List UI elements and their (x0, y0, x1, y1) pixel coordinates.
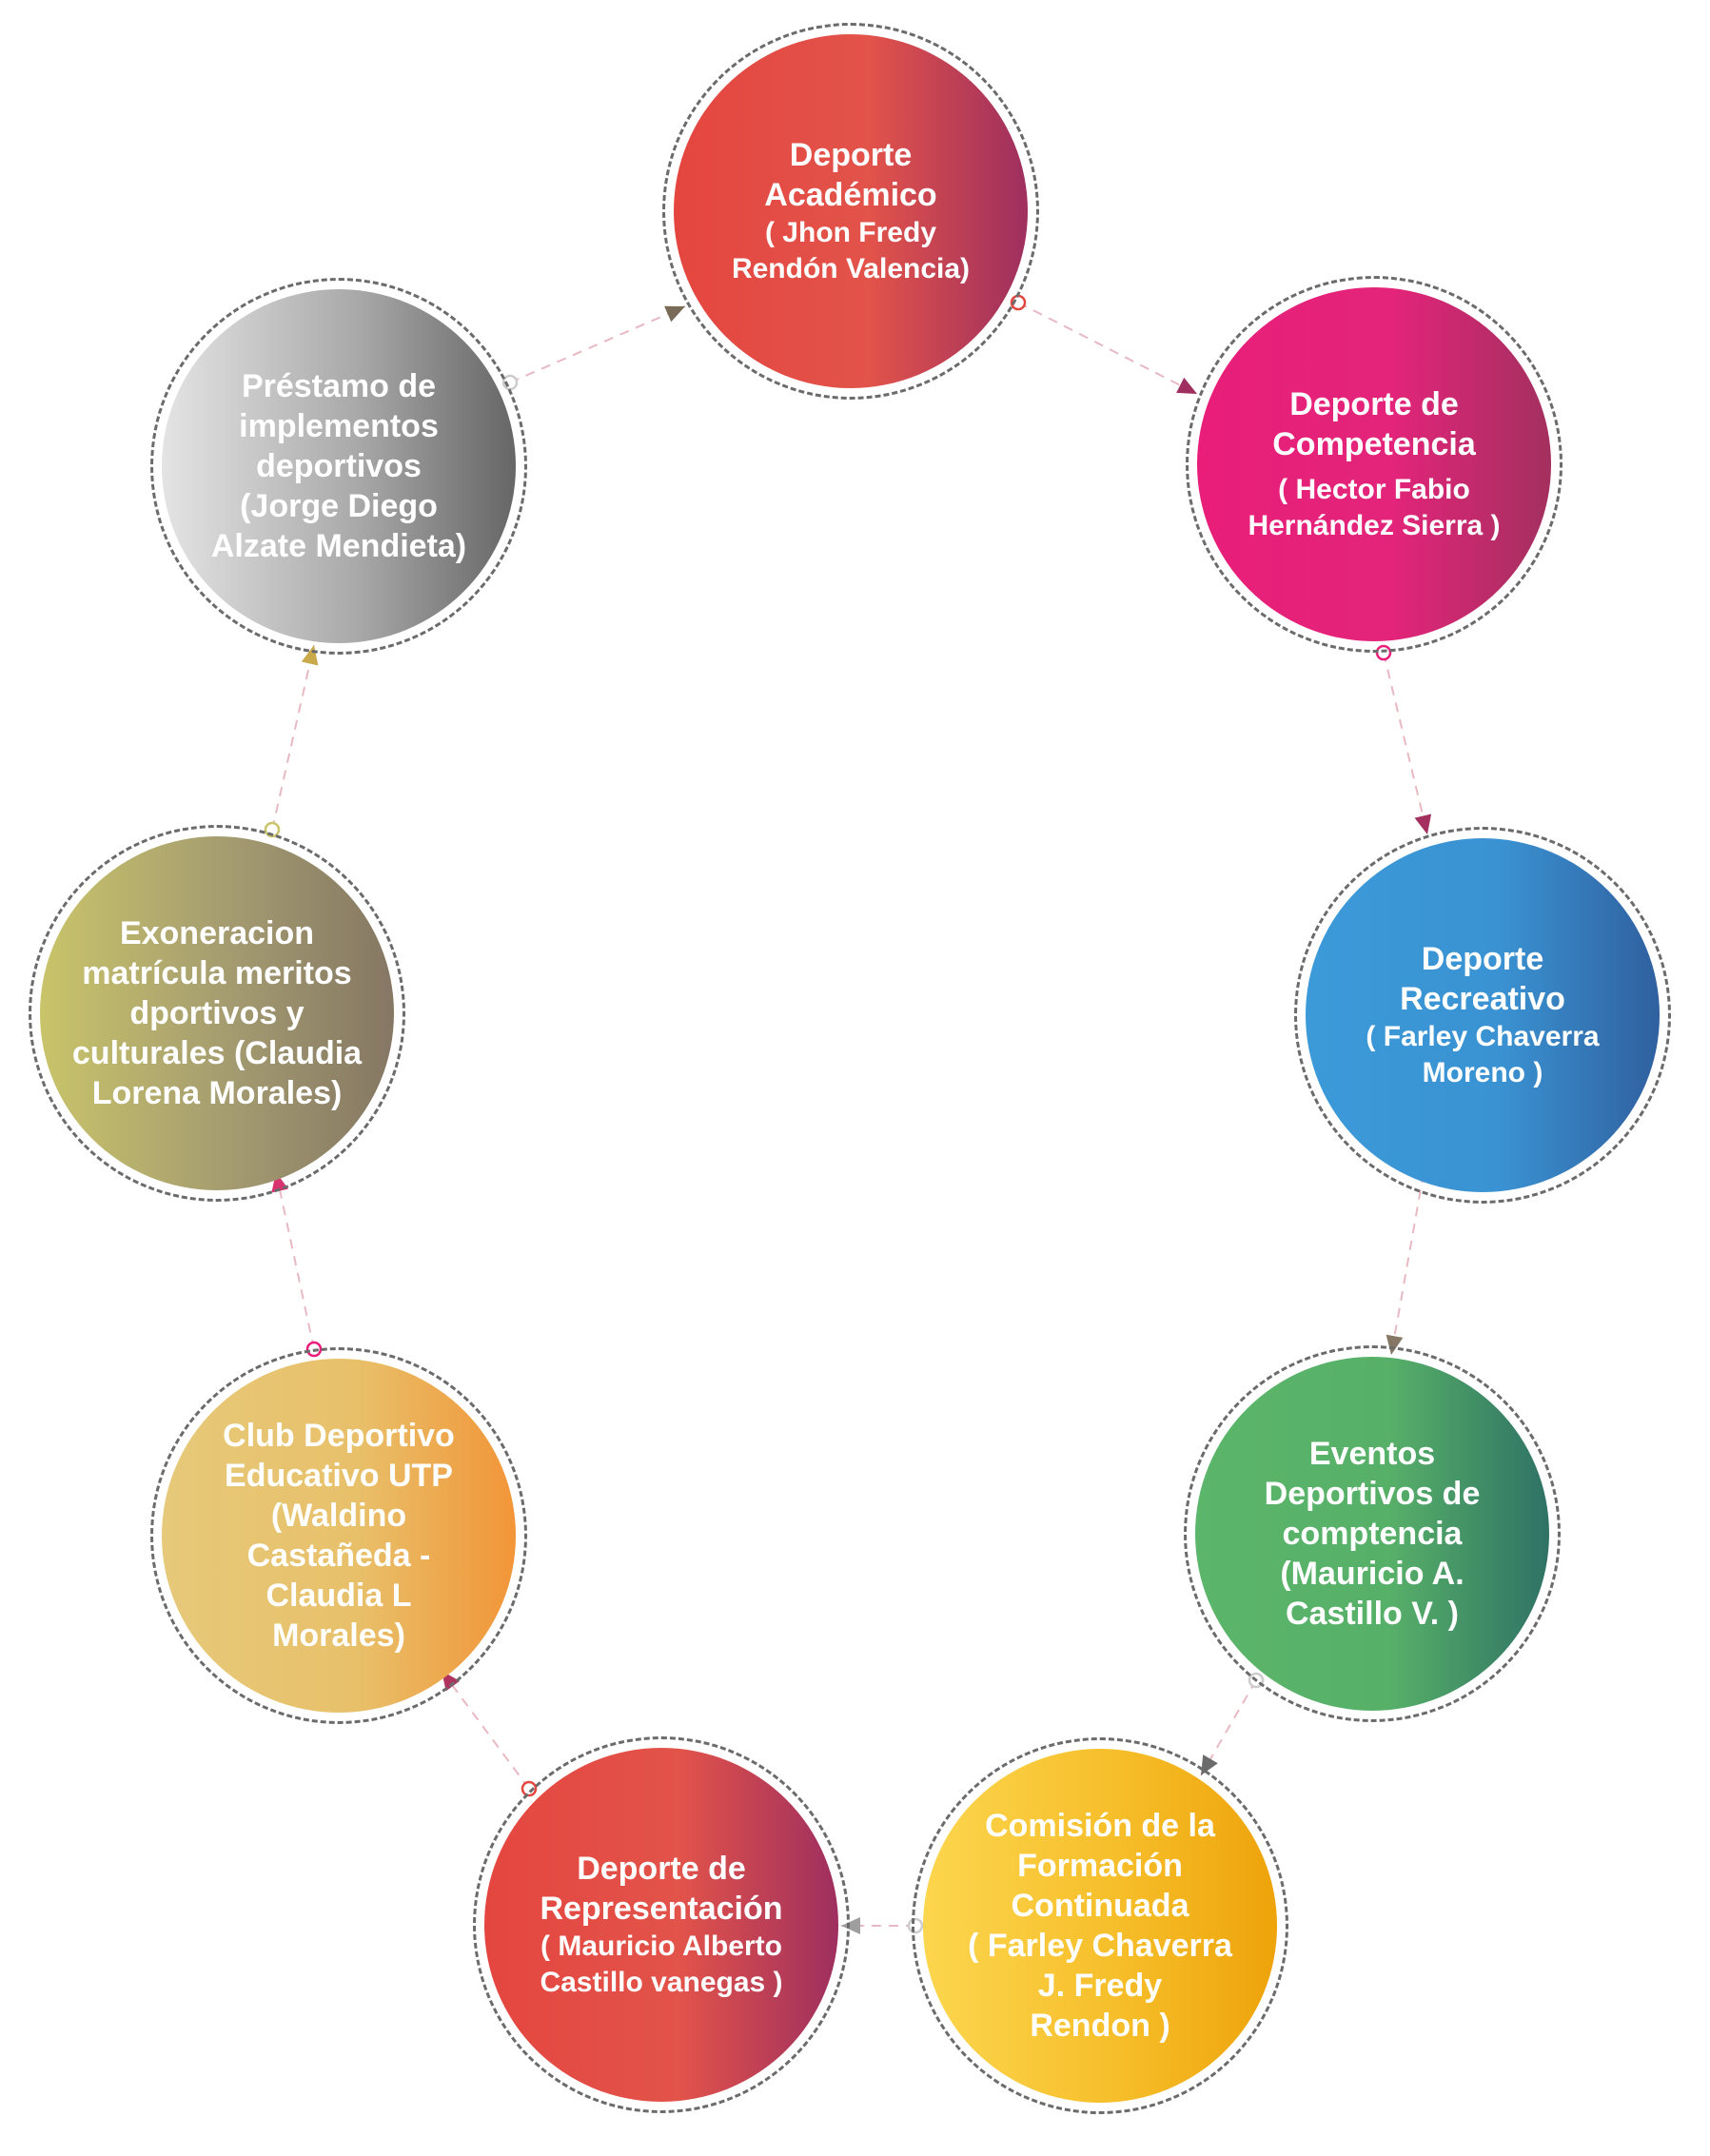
node-title-line: ( Farley Chaverra (968, 1928, 1232, 1964)
node-title-line: Deporte de (577, 1851, 746, 1887)
node-disc: Préstamo de implementos deportivos (Jorg… (162, 289, 516, 643)
node-title-line: Deporte (789, 137, 913, 173)
node-person-line: Castillo vanegas ) (540, 1967, 783, 1998)
node-person-line: ( Mauricio Alberto (541, 1931, 782, 1962)
connector-line (509, 305, 686, 383)
dashed-ring (1184, 1345, 1561, 1722)
node-disc: Comisión de la Formación Continuada ( Fa… (923, 1749, 1277, 2103)
dashed-ring (912, 1737, 1288, 2114)
node-title-line: Morales) (272, 1617, 405, 1654)
connector-arrowhead (1176, 377, 1197, 394)
node-title-line: Lorena Morales) (91, 1075, 343, 1111)
node-title-line: matrícula meritos (82, 955, 352, 991)
node-title-line: Alzate Mendieta) (210, 528, 467, 564)
node-title-line: (Waldino (270, 1498, 407, 1534)
dashed-ring (1186, 276, 1563, 653)
dashed-ring (473, 1736, 850, 2113)
node-title-line: Formación (1017, 1848, 1183, 1884)
connector-line (1383, 652, 1428, 835)
node-title-line: Competencia (1272, 426, 1476, 462)
connector-line (271, 644, 315, 831)
node-prestamo-implementos: Préstamo de implementos deportivos (Jorg… (150, 278, 527, 655)
node-disc: Club Deportivo Educativo UTP (Waldino Ca… (162, 1359, 516, 1713)
connector-arrowhead (1414, 813, 1432, 834)
node-disc: Exoneracion matrícula meritos dportivos … (40, 836, 394, 1190)
node-title-line: Educativo UTP (225, 1458, 453, 1494)
node-title-line: comptencia (1282, 1516, 1463, 1552)
node-person-line: Moreno ) (1422, 1057, 1543, 1088)
connector-line (275, 1171, 315, 1350)
dashed-ring (1294, 827, 1671, 1204)
node-title-line: Castillo V. ) (1285, 1596, 1460, 1632)
node-person-line: ( Hector Fabio (1278, 474, 1470, 505)
node-title-line: Club Deportivo (223, 1418, 455, 1454)
node-title-line: J. Fredy (1037, 1968, 1163, 2004)
node-title-line: culturales (Claudia (71, 1035, 363, 1071)
connector-arrowhead (841, 1917, 860, 1934)
node-title-line: Deportivos de (1264, 1476, 1481, 1512)
node-title-line: Deporte de (1289, 386, 1459, 422)
node-deporte-recreativo: Deporte Recreativo ( Farley Chaverra Mor… (1294, 827, 1671, 1204)
node-title-line: Académico (764, 177, 937, 213)
node-deporte-academico: Deporte Académico ( Jhon Fredy Rendón Va… (662, 23, 1039, 400)
node-eventos-deportivos: Eventos Deportivos de comptencia (Mauric… (1184, 1345, 1561, 1722)
node-disc: Deporte Recreativo ( Farley Chaverra Mor… (1306, 838, 1660, 1192)
node-person-line: ( Farley Chaverra (1366, 1021, 1600, 1052)
node-title-line: (Mauricio A. (1280, 1556, 1464, 1592)
node-deporte-competencia: Deporte de Competencia ( Hector Fabio He… (1186, 276, 1563, 653)
node-title-line: Continuada (1011, 1888, 1189, 1924)
node-title-line: Deporte (1421, 941, 1544, 977)
node-title-line: Representación (540, 1891, 783, 1927)
node-title-line: implementos (239, 408, 439, 444)
connector-line (1390, 1172, 1425, 1356)
dashed-ring (662, 23, 1039, 400)
connector-line (1017, 302, 1198, 395)
node-title-line: Recreativo (1400, 981, 1565, 1017)
node-disc: Deporte de Representación ( Mauricio Alb… (484, 1748, 838, 2102)
node-title-line: (Jorge Diego (240, 488, 438, 524)
node-person-line: Hernández Sierra ) (1248, 510, 1501, 541)
connector-arrowhead (664, 305, 685, 323)
node-person-line: Rendón Valencia) (731, 253, 971, 284)
node-title-line: Préstamo de (241, 368, 437, 404)
node-disc: Deporte Académico ( Jhon Fredy Rendón Va… (674, 34, 1028, 388)
node-title-line: Claudia L (265, 1578, 412, 1614)
node-title-line: deportivos (256, 448, 422, 484)
node-disc: Eventos Deportivos de comptencia (Mauric… (1195, 1357, 1549, 1711)
node-title-line: dportivos y (129, 995, 305, 1031)
node-deporte-representacion: Deporte de Representación ( Mauricio Alb… (473, 1736, 850, 2113)
node-title-line: Comisión de la (985, 1808, 1215, 1844)
connector-line (441, 1670, 530, 1790)
node-title-line: Eventos (1308, 1436, 1436, 1472)
node-disc: Deporte de Competencia ( Hector Fabio He… (1197, 287, 1551, 641)
dashed-ring (29, 825, 405, 1202)
node-title-line: Castañeda - (246, 1538, 431, 1574)
node-club-deportivo: Club Deportivo Educativo UTP (Waldino Ca… (150, 1347, 527, 1724)
dashed-ring (150, 278, 527, 655)
node-person-line: ( Jhon Fredy (764, 217, 936, 248)
node-title-line: Exoneracion (119, 915, 315, 951)
dashed-ring (150, 1347, 527, 1724)
node-exoneracion-matricula: Exoneracion matrícula meritos dportivos … (29, 825, 405, 1202)
node-comision-formacion: Comisión de la Formación Continuada ( Fa… (912, 1737, 1288, 2114)
node-title-line: Rendon ) (1030, 2008, 1170, 2044)
